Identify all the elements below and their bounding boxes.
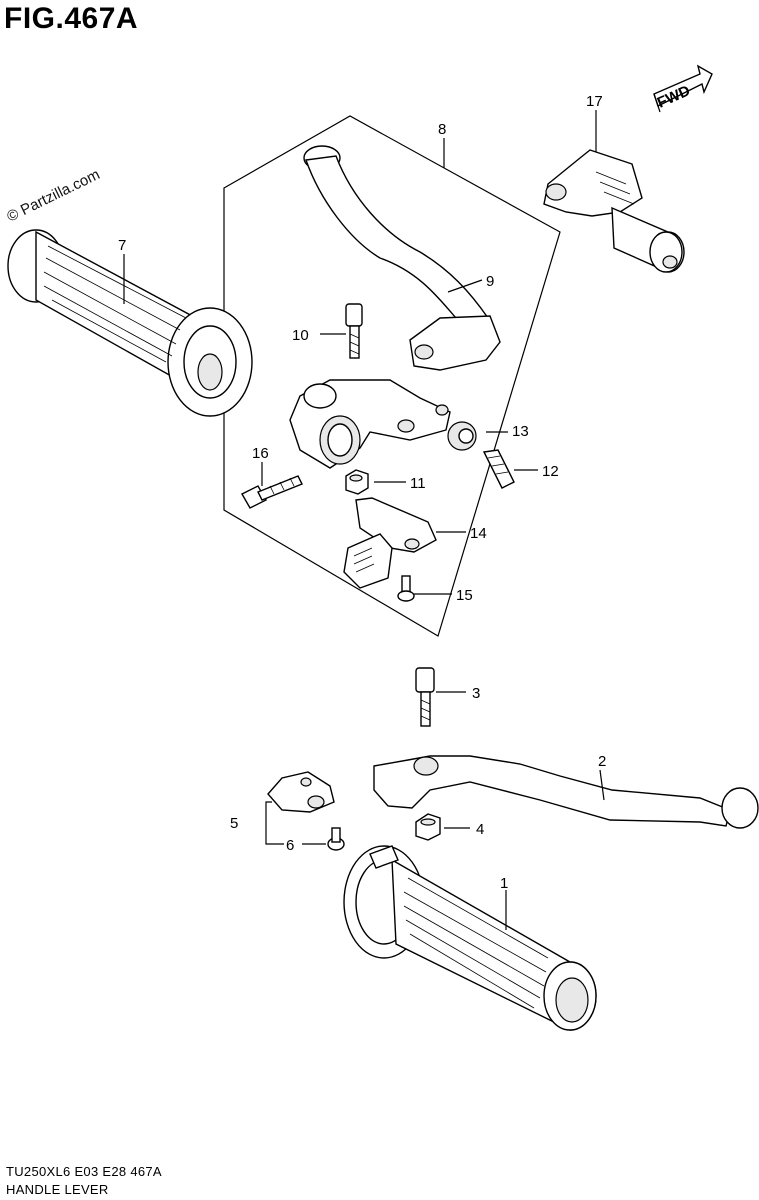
callout-14: 14 xyxy=(470,525,487,542)
callout-9: 9 xyxy=(486,273,494,290)
callout-6: 6 xyxy=(286,837,294,854)
callout-2: 2 xyxy=(598,753,606,770)
footer-model-code: TU250XL6 E03 E28 467A xyxy=(6,1164,162,1179)
callout-15: 15 xyxy=(456,587,473,604)
left-grip-part-7 xyxy=(7,229,253,417)
nut-part-11 xyxy=(345,469,369,495)
switch-screw-part-15 xyxy=(397,575,415,602)
adjuster-ring-part-13 xyxy=(447,421,477,451)
lever-bolt-part-3 xyxy=(415,667,435,727)
fwd-label: FWD xyxy=(655,82,693,111)
brake-switch-part-5 xyxy=(267,771,335,813)
figure-title: FIG.467A xyxy=(4,2,139,35)
callout-3: 3 xyxy=(472,685,480,702)
callout-5: 5 xyxy=(230,815,238,832)
callout-4: 4 xyxy=(476,821,484,838)
lever-bracket xyxy=(289,379,451,469)
assembly-group-outline xyxy=(223,115,561,637)
adjuster-bolt-part-12 xyxy=(482,449,515,489)
callout-16: 16 xyxy=(252,445,269,462)
clutch-lever-part-9 xyxy=(303,145,501,371)
watermark-text: © Partzilla.com xyxy=(4,166,102,226)
clutch-switch-part-14 xyxy=(343,497,437,589)
callout-1: 1 xyxy=(500,875,508,892)
lever-holder-part-17 xyxy=(543,149,685,273)
fwd-arrow-icon: FWD xyxy=(653,64,713,113)
callout-11: 11 xyxy=(410,475,426,492)
switch-screw-part-6 xyxy=(327,827,345,851)
callout-17: 17 xyxy=(586,93,603,110)
pivot-bolt-part-10 xyxy=(345,303,363,359)
brake-lever-part-2 xyxy=(373,755,759,829)
callout-7: 7 xyxy=(118,237,126,254)
throttle-grip-part-1 xyxy=(343,845,597,1031)
nut-part-4 xyxy=(415,813,441,841)
footer-section-name: HANDLE LEVER xyxy=(6,1182,109,1197)
callout-13: 13 xyxy=(512,423,529,440)
callout-leaders xyxy=(123,110,605,930)
callout-10: 10 xyxy=(292,327,309,344)
callout-8: 8 xyxy=(438,121,446,138)
callout-12: 12 xyxy=(542,463,559,480)
clamp-bolt-part-16 xyxy=(241,475,303,509)
